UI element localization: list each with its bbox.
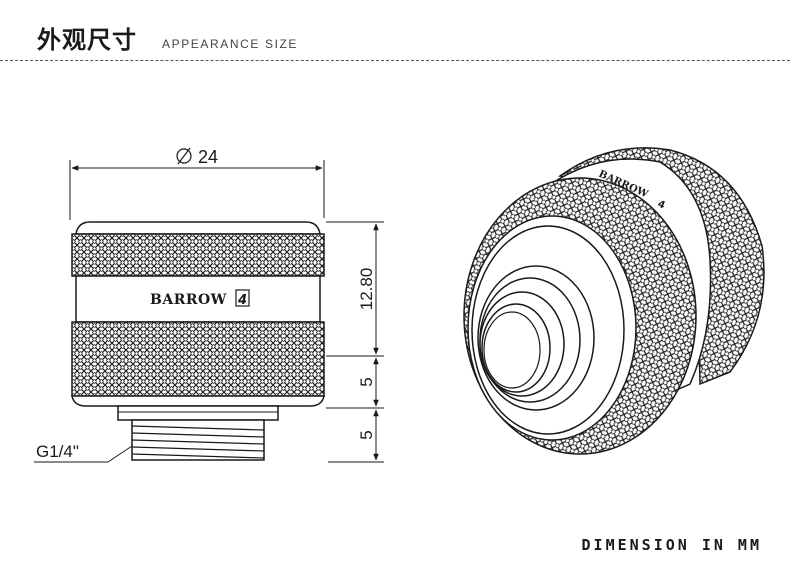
top-bevel (75, 221, 321, 235)
diameter-label: 24 (176, 147, 218, 167)
perspective-logo-number: 4 (656, 199, 667, 212)
header-divider (0, 60, 790, 61)
lower-knurl-band (71, 321, 325, 397)
section-title-cn: 外观尺寸 (37, 26, 137, 54)
height-bottom-value: 5 (357, 430, 376, 439)
thread-label: G1/4" (36, 442, 79, 461)
bottom-bevel (71, 395, 325, 407)
section-title-en: APPEARANCE SIZE (162, 37, 299, 51)
front-view: BARROW 4 (71, 221, 325, 461)
upper-knurl-band (71, 233, 325, 277)
brand-logo-box (235, 289, 250, 307)
brand-logo-text: BARROW (150, 292, 227, 308)
perspective-view: BARROW 4 (463, 147, 765, 455)
collar (117, 405, 279, 421)
height-mid-value: 5 (357, 377, 376, 386)
height-top-value: 12.80 (357, 268, 376, 311)
diameter-symbol-icon (176, 148, 192, 164)
brand-logo-number: 4 (237, 293, 247, 308)
unit-note: DIMENSION IN MM (581, 536, 762, 554)
diameter-value: 24 (198, 147, 218, 167)
dimension-lines (34, 160, 384, 463)
